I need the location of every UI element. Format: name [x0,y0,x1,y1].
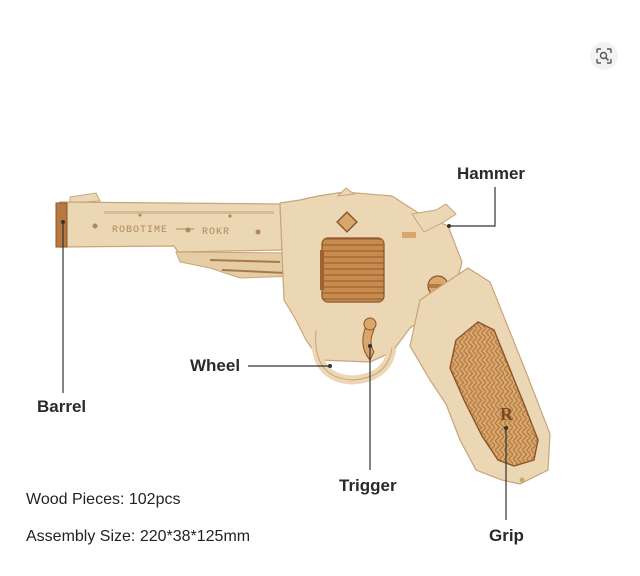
muzzle [55,202,68,248]
callout-wheel: Wheel [190,356,241,375]
image-search-icon [596,48,612,64]
callout-lines [62,187,507,520]
callout-barrel: Barrel [37,397,87,416]
spec-wood-pieces: Wood Pieces: 102pcs [26,491,181,508]
engraving-brand: ROBOTIME [112,225,168,236]
callout-hammer: Hammer [457,164,526,183]
ejector-rod [175,251,301,279]
cylinder [321,237,385,303]
trigger [362,325,375,361]
callout-grip: Grip [489,526,524,545]
grip-logo: R [500,404,514,424]
zoom-button[interactable] [590,42,618,70]
front-sight [69,192,101,204]
callout-trigger: Trigger [339,476,397,495]
hammer [411,203,457,233]
engraving-model: ROKR [202,227,230,238]
grip-panel [449,321,539,467]
spec-assembly-size: Assembly Size: 220*38*125mm [26,528,251,545]
